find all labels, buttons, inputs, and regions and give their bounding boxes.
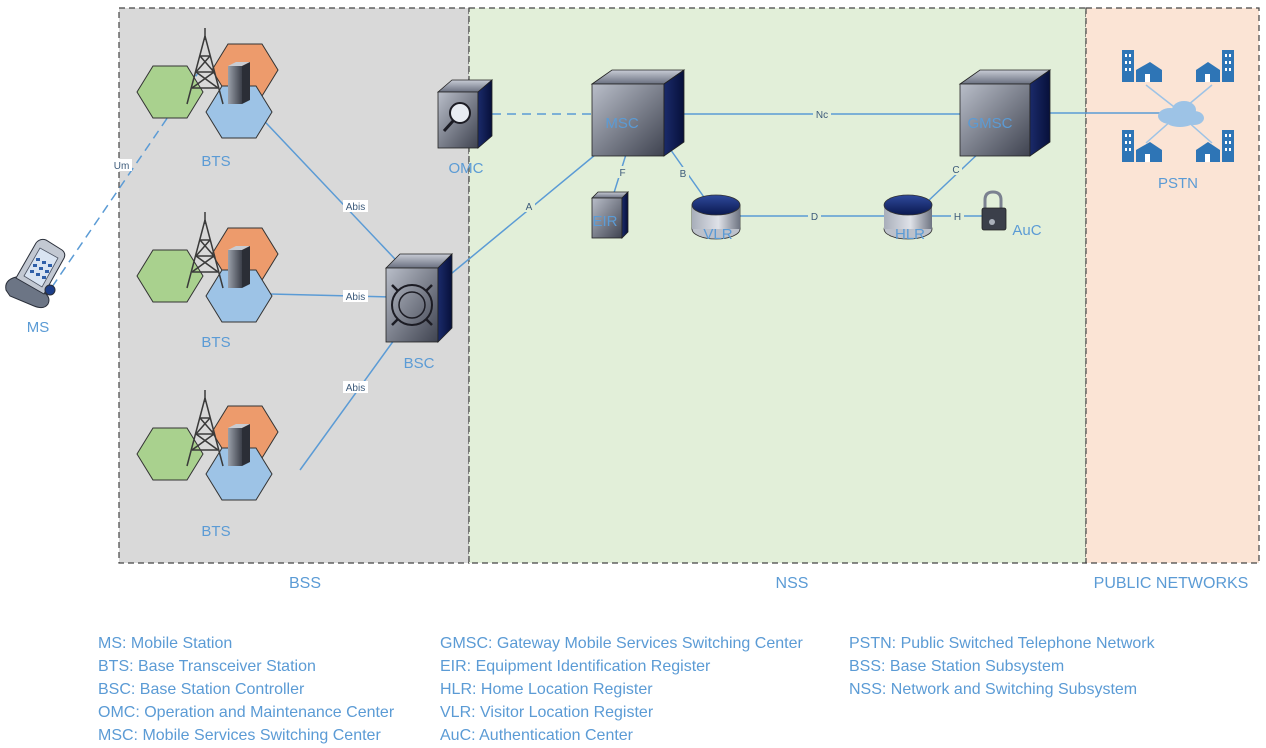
svg-text:Um: Um: [114, 161, 130, 172]
msc-label: MSC: [605, 115, 639, 132]
svg-text:Abis: Abis: [346, 202, 365, 213]
legend-item: VLR: Visitor Location Register: [440, 704, 654, 721]
abis-link-2: [269, 293, 393, 298]
bss-region-label: BSS: [289, 575, 321, 592]
svg-text:Abis: Abis: [346, 383, 365, 394]
cell-green-icon: [136, 65, 204, 119]
antenna-tower-icon: [186, 28, 224, 105]
legend-item: EIR: Equipment Identification Register: [440, 658, 711, 675]
abis-link-3: [299, 317, 411, 471]
auc-padlock-icon: [981, 190, 1007, 231]
building-icon: [1122, 50, 1162, 82]
legend-item: BSC: Base Station Controller: [98, 681, 305, 698]
building-icon: [1196, 50, 1234, 82]
vlr-label: VLR: [703, 226, 732, 243]
f-interface-label: F: [617, 166, 628, 179]
public-networks-region-label: PUBLIC NETWORKS: [1094, 575, 1249, 592]
abis-interface-label-3: Abis: [343, 381, 368, 394]
bts-cabinet-icon: [228, 62, 250, 104]
gmsc-icon: [958, 69, 1052, 157]
svg-text:F: F: [619, 168, 625, 179]
legend-item: OMC: Operation and Maintenance Center: [98, 704, 395, 721]
bts-label-2: BTS: [201, 334, 230, 351]
mobile-phone-icon: [5, 238, 66, 309]
cell-blue-icon: [205, 269, 273, 323]
legend-item: BTS: Base Transceiver Station: [98, 658, 316, 675]
bsc-label: BSC: [404, 355, 435, 372]
svg-text:Abis: Abis: [346, 292, 365, 303]
legend-item: PSTN: Public Switched Telephone Network: [849, 635, 1155, 652]
legend-item: AuC: Authentication Center: [440, 727, 634, 744]
legend-item: HLR: Home Location Register: [440, 681, 653, 698]
b-interface-label: B: [677, 167, 689, 180]
gmsc-label: GMSC: [968, 115, 1013, 132]
cell-green-icon: [136, 249, 204, 303]
a-interface-label: A: [523, 200, 535, 213]
bts-cabinet-icon: [228, 424, 250, 466]
antenna-tower-icon: [186, 212, 224, 289]
c-interface-label: C: [950, 163, 962, 176]
legend-item: BSS: Base Station Subsystem: [849, 658, 1065, 675]
abis-interface-label-2: Abis: [343, 290, 368, 303]
vlr-icon: [691, 194, 741, 240]
svg-text:B: B: [680, 169, 687, 180]
legend-column-2: GMSC: Gateway Mobile Services Switching …: [440, 632, 803, 747]
cell-blue-icon: [205, 85, 273, 139]
cell-green-icon: [136, 427, 204, 481]
c-link: [925, 149, 983, 204]
pstn-label: PSTN: [1158, 175, 1198, 192]
bts-label-3: BTS: [201, 523, 230, 540]
msc-icon: [590, 69, 686, 157]
h-interface-label: H: [951, 210, 964, 223]
nc-interface-label: Nc: [813, 108, 831, 121]
svg-text:H: H: [954, 212, 961, 223]
public-networks-region: [1085, 7, 1260, 564]
abis-interface-label-1: Abis: [343, 200, 368, 213]
bts-site-3: BTS: [136, 390, 279, 540]
building-icon: [1196, 130, 1234, 162]
nss-region-label: NSS: [776, 575, 809, 592]
bts-site-1: BTS: [136, 28, 279, 170]
legend-item: MSC: Mobile Services Switching Center: [98, 727, 381, 744]
legend-column-3: PSTN: Public Switched Telephone Network …: [849, 632, 1155, 701]
building-icon: [1122, 130, 1162, 162]
omc-icon: [436, 79, 494, 149]
eir-icon: [591, 191, 629, 239]
hlr-label: HLR: [895, 226, 925, 243]
um-interface-label: Um: [111, 159, 132, 172]
bsc-icon: [385, 253, 453, 343]
d-interface-label: D: [808, 210, 821, 223]
bts-cabinet-icon: [228, 246, 250, 288]
svg-text:A: A: [526, 202, 533, 213]
cloud-icon: [1158, 101, 1204, 127]
legend-item: MS: Mobile Station: [98, 635, 233, 652]
svg-text:C: C: [952, 165, 959, 176]
bts-label-1: BTS: [201, 153, 230, 170]
bts-site-2: BTS: [136, 212, 279, 351]
pstn-network-icon: [1122, 50, 1234, 162]
legend-item: GMSC: Gateway Mobile Services Switching …: [440, 635, 803, 652]
hlr-icon: [883, 194, 933, 240]
ms-label: MS: [27, 319, 50, 336]
svg-text:D: D: [811, 212, 818, 223]
legend-item: NSS: Network and Switching Subsystem: [849, 681, 1138, 698]
omc-label: OMC: [449, 160, 484, 177]
cell-blue-icon: [205, 447, 273, 501]
auc-label: AuC: [1012, 222, 1041, 239]
antenna-tower-icon: [186, 390, 224, 467]
eir-label: EIR: [592, 213, 617, 230]
legend-column-1: MS: Mobile Station BTS: Base Transceiver…: [98, 632, 394, 747]
svg-text:Nc: Nc: [816, 110, 828, 121]
